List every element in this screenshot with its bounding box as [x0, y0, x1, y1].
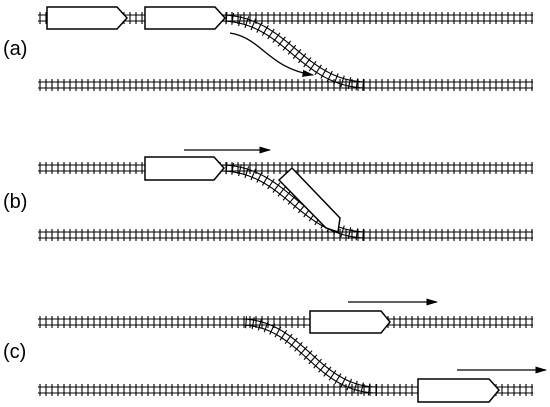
- panel-label-a: (a): [3, 38, 27, 60]
- panel-c: [38, 298, 548, 403]
- train-car-c-1: [309, 310, 391, 334]
- train-car-b-2-diagonal: [277, 166, 341, 233]
- track-lower-b: [38, 229, 533, 241]
- panel-b: [38, 146, 533, 241]
- train-car-b-1: [144, 156, 225, 181]
- curved-arrow-a: [229, 32, 315, 77]
- panel-label-c: (c): [3, 341, 26, 363]
- track-upper-c: [38, 316, 533, 328]
- track-upper-b: [38, 162, 533, 174]
- switch-track-c: [239, 316, 379, 396]
- panel-label-b: (b): [3, 191, 27, 213]
- track-lower-a: [38, 79, 533, 91]
- train-car-a-1: [46, 6, 129, 30]
- train-car-c-2: [417, 378, 500, 403]
- panel-a: [38, 6, 533, 91]
- switch-track-a: [219, 12, 369, 91]
- train-car-a-2: [144, 6, 227, 30]
